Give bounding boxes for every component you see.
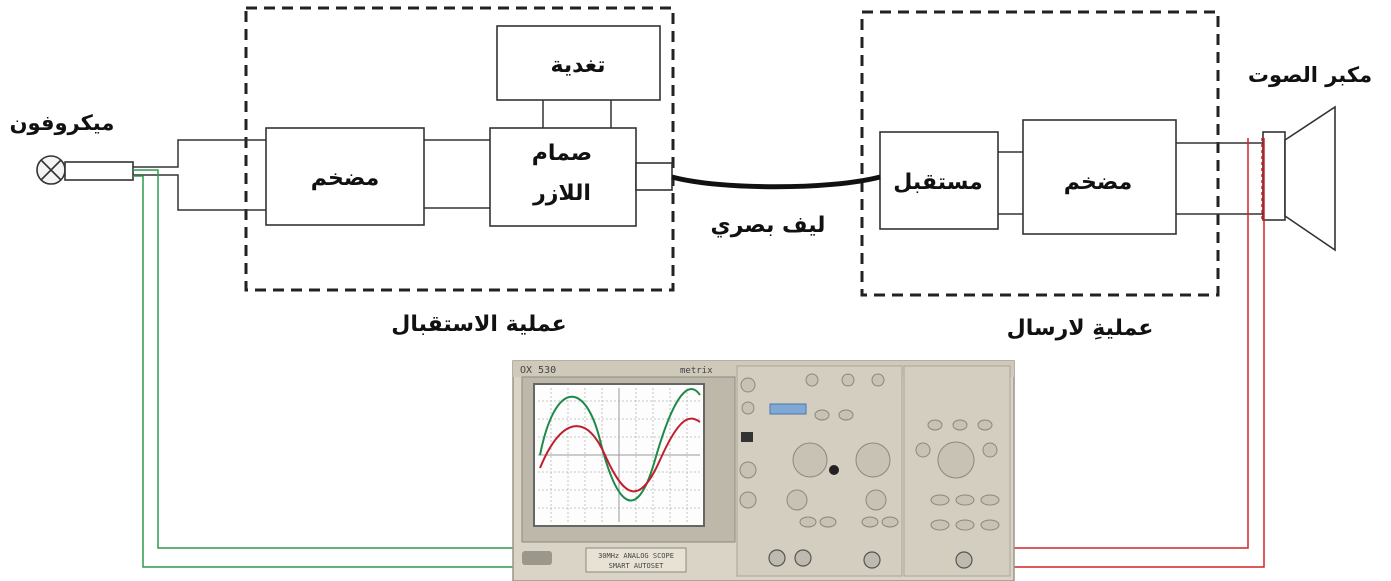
amplifier-right-label: مضخم: [1064, 170, 1132, 195]
oscilloscope-caption-1: 30MHz ANALOG SCOPE: [598, 552, 674, 560]
amplifier-right-block: [1022, 119, 1177, 235]
speaker-icon: [1262, 105, 1336, 252]
microphone-icon: [36, 155, 134, 185]
oscilloscope: OX 530 metrix 30MHz ANAL: [512, 360, 1015, 581]
black-wires: [133, 100, 1263, 215]
receive-process-frame: [860, 10, 1220, 297]
receiver-label: مستقبل: [893, 170, 982, 195]
oscilloscope-caption-2: SMART AUTOSET: [609, 562, 665, 570]
power-supply-block: [496, 25, 661, 101]
red-trace: [539, 417, 701, 493]
process-right-label: عمليةِ لارسال: [1007, 316, 1154, 341]
speaker-label: مكبر الصوت: [1248, 63, 1372, 87]
laser-output-connector: [635, 162, 673, 191]
laser-valve-label-2: اللازر: [532, 181, 591, 206]
oscilloscope-model: OX 530: [520, 365, 556, 376]
oscilloscope-brand: metrix: [680, 366, 713, 376]
transmit-process-frame: [244, 6, 675, 292]
amplifier-left-block: [265, 127, 425, 226]
amplifier-left-label: مضخم: [311, 166, 379, 191]
receiver-block: [879, 131, 999, 230]
microphone-label: ميكروفون: [10, 111, 115, 135]
laser-valve-label-1: صمام: [532, 141, 592, 166]
laser-valve-block: [489, 127, 637, 227]
green-trace: [539, 388, 701, 502]
optical-fiber-cable: [671, 174, 881, 190]
process-left-label: عملية الاستقبال: [391, 312, 566, 337]
power-supply-label: تغدية: [551, 53, 606, 78]
optical-fiber-label: ليف بصري: [711, 213, 826, 238]
